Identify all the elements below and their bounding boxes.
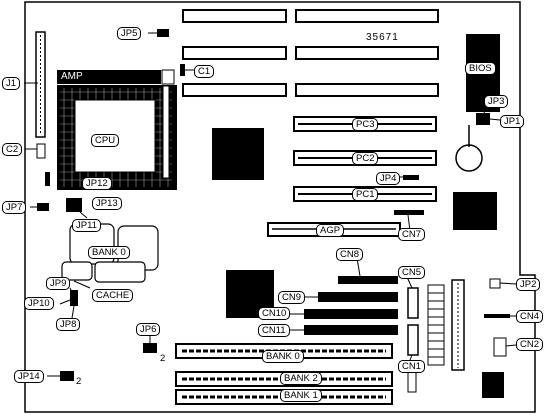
bios-label: BIOS <box>465 62 496 75</box>
cache-label: CACHE <box>92 289 134 302</box>
cn2-port <box>493 337 507 357</box>
cn7-label: CN7 <box>398 228 426 241</box>
jp4-label: JP4 <box>376 172 401 185</box>
jp6-pin-mark: 2 <box>160 353 166 364</box>
jp14-label: JP14 <box>14 370 44 383</box>
cache-chips <box>61 223 159 283</box>
board-outline <box>24 1 536 413</box>
pc3-label: PC3 <box>352 118 379 131</box>
cn5-label: CN5 <box>398 266 426 279</box>
jp8-label: JP8 <box>56 318 81 331</box>
chipset-1 <box>212 128 264 180</box>
jp2-label: JP2 <box>516 278 541 291</box>
memory-bank-2-label: BANK 2 <box>280 372 322 385</box>
rear-port <box>482 372 504 398</box>
cn11-label: CN11 <box>258 324 290 337</box>
jp6-label: JP6 <box>136 323 161 336</box>
memory-bank-1-label: BANK 1 <box>280 389 322 402</box>
cn9-header <box>318 292 398 302</box>
cn10-header <box>304 309 398 319</box>
battery <box>455 144 483 172</box>
cn5-header <box>407 287 419 319</box>
cn9-label: CN9 <box>278 291 306 304</box>
cn8-header <box>338 276 398 284</box>
jp12-label: JP12 <box>82 177 112 190</box>
cache-bank-label: BANK 0 <box>88 246 130 259</box>
j1-label: J1 <box>2 77 21 90</box>
c1-label: C1 <box>194 65 215 78</box>
jumper-blocks <box>37 29 510 381</box>
jp11-label: JP11 <box>72 219 101 232</box>
agp-label: AGP <box>316 224 345 237</box>
cn1-label: CN1 <box>398 360 426 373</box>
c2-capacitor <box>36 143 46 159</box>
jp14-pin-mark: 2 <box>76 376 82 387</box>
jp13-label: JP13 <box>92 197 122 210</box>
jp2-block <box>489 278 501 289</box>
cpu-label: CPU <box>91 134 120 147</box>
jp7-label: JP7 <box>2 201 27 214</box>
jp5-label: JP5 <box>117 27 142 40</box>
jp9-label: JP9 <box>46 277 71 290</box>
cn4-label: CN4 <box>516 310 544 323</box>
amp-socket-label: AMP <box>61 71 83 82</box>
cn11-header <box>304 325 398 335</box>
memory-bank-0-label: BANK 0 <box>262 350 304 363</box>
pc1-label: PC1 <box>352 188 379 201</box>
jp10-label: JP10 <box>24 297 54 310</box>
chipset-2 <box>453 192 497 230</box>
c2-label: C2 <box>2 143 23 156</box>
jp1-label: JP1 <box>500 115 525 128</box>
jp3-label: JP3 <box>484 95 509 108</box>
cn10-label: CN10 <box>258 307 291 320</box>
cn8-label: CN8 <box>336 248 364 261</box>
isa-slots <box>182 9 439 97</box>
pc2-label: PC2 <box>352 152 379 165</box>
cn2-label: CN2 <box>516 338 544 351</box>
board-number: 35671 <box>366 32 399 43</box>
